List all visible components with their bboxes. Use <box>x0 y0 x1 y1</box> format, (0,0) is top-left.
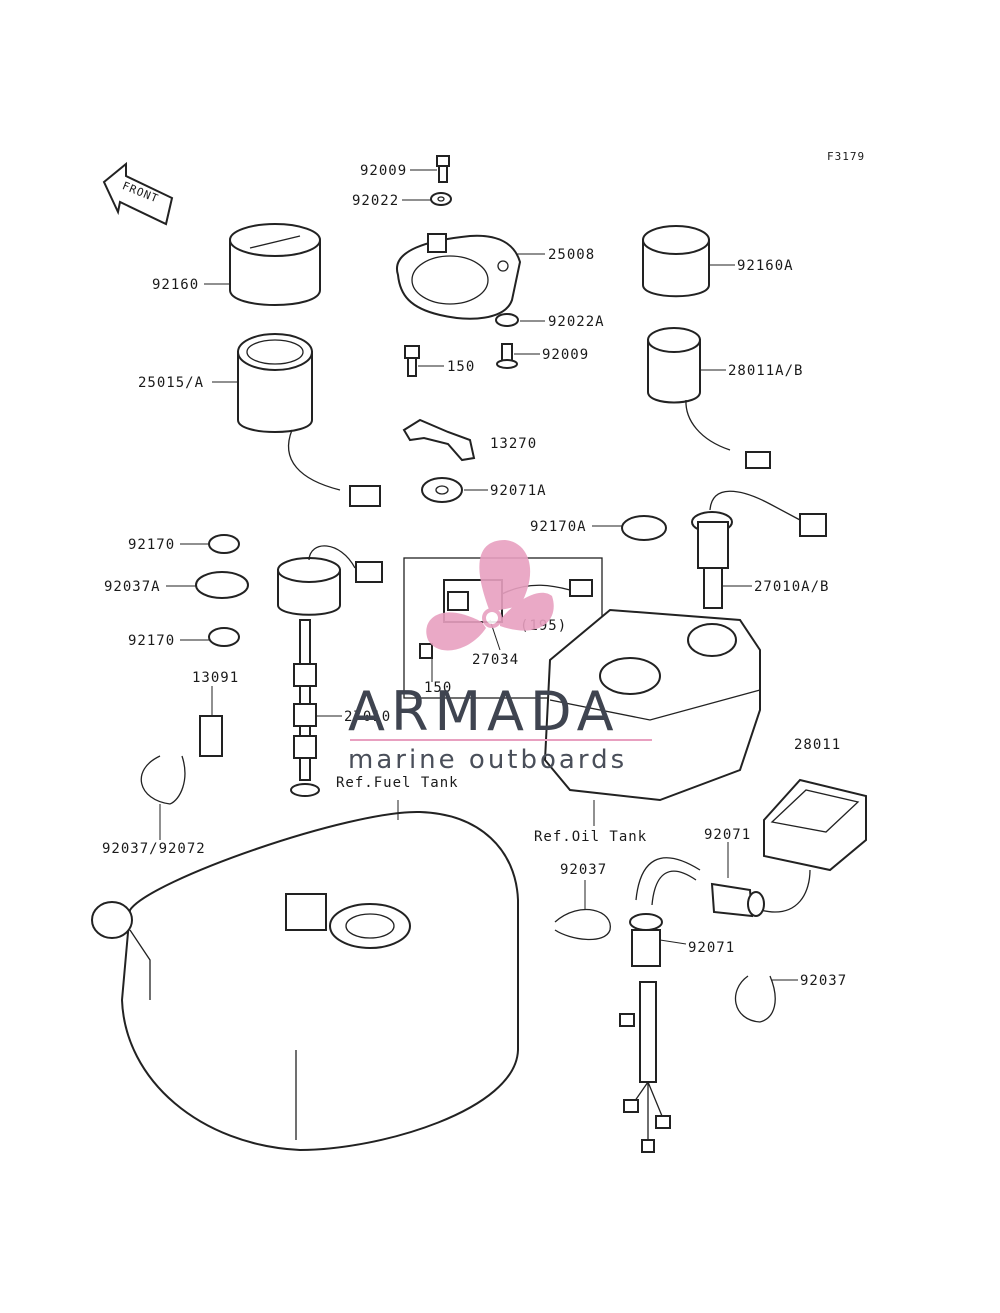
part-label: 92037/92072 <box>102 841 206 857</box>
part-label: 28011 <box>794 737 841 753</box>
fuel-gauge-sender-part <box>277 545 383 797</box>
bolt-icon <box>419 643 433 659</box>
watermark-brand: ARMADA <box>348 680 620 743</box>
part-label: 13091 <box>192 670 239 686</box>
oil-switch-part <box>619 913 671 1153</box>
leader-lines <box>159 169 798 981</box>
oil-warning-display-part <box>759 778 867 913</box>
clamp-icon <box>195 571 249 599</box>
clamp-icon <box>208 627 240 647</box>
grommet-icon <box>421 477 463 503</box>
part-label: 92037 <box>560 862 607 878</box>
part-label: 92170A <box>530 519 587 535</box>
band-clamp-icon <box>554 908 611 941</box>
meter-bracket-part <box>395 233 522 320</box>
part-label: 92170 <box>128 537 175 553</box>
part-label: 25008 <box>548 247 595 263</box>
band-clamp-icon <box>734 975 776 1023</box>
oil-level-sensor-part <box>691 490 827 609</box>
screw-icon <box>496 343 518 369</box>
part-label: 92022A <box>548 314 605 330</box>
part-label: 92037 <box>800 973 847 989</box>
part-label: 150 <box>447 359 475 375</box>
meter-cover-part <box>229 223 321 306</box>
front-arrow-icon: FRONT <box>102 161 174 226</box>
tachometer-part <box>647 327 771 469</box>
part-label: 92071 <box>688 940 735 956</box>
part-label: 27034 <box>472 652 519 668</box>
watermark: ARMADA marine outboards <box>348 540 652 775</box>
part-labels: 92009 92022 25008 92022A 92009 150 13270… <box>102 163 847 989</box>
part-label: 92037A <box>104 579 161 595</box>
part-label: 92071A <box>490 483 547 499</box>
fuel-tank-part <box>91 810 519 1152</box>
part-label: 92071 <box>704 827 751 843</box>
part-label: 27010A/B <box>754 579 829 595</box>
washer-icon <box>495 313 519 327</box>
clamp-icon <box>621 515 667 541</box>
part-label: 25015/A <box>138 375 204 391</box>
meter-cover-part <box>642 225 710 298</box>
connector-part <box>199 715 223 757</box>
part-label: 92170 <box>128 633 175 649</box>
stay-bracket-part <box>402 418 476 462</box>
part-label: 13270 <box>490 436 537 452</box>
part-label: 92009 <box>360 163 407 179</box>
part-label: 28011A/B <box>728 363 803 379</box>
figure-code: F3179 <box>827 150 865 163</box>
part-label: 92022 <box>352 193 399 209</box>
reference-label: Ref.Oil Tank <box>534 829 647 845</box>
clamp-icon <box>208 534 240 554</box>
part-label: 92009 <box>542 347 589 363</box>
band-clamp-icon <box>140 755 186 805</box>
bolt-icon <box>436 155 450 183</box>
oil-tank-part <box>543 608 761 802</box>
part-label: 150 <box>424 680 452 696</box>
part-label: 92160 <box>152 277 199 293</box>
pressure-switch-part <box>635 857 765 918</box>
reference-label: Ref.Fuel Tank <box>336 775 459 791</box>
propeller-logo-icon <box>426 540 554 651</box>
washer-icon <box>430 192 452 206</box>
watermark-tagline: marine outboards <box>348 745 627 775</box>
speedometer-part <box>237 333 381 507</box>
bolt-icon <box>404 345 420 377</box>
part-label: 27010 <box>344 709 391 725</box>
part-label: 92160A <box>737 258 794 274</box>
